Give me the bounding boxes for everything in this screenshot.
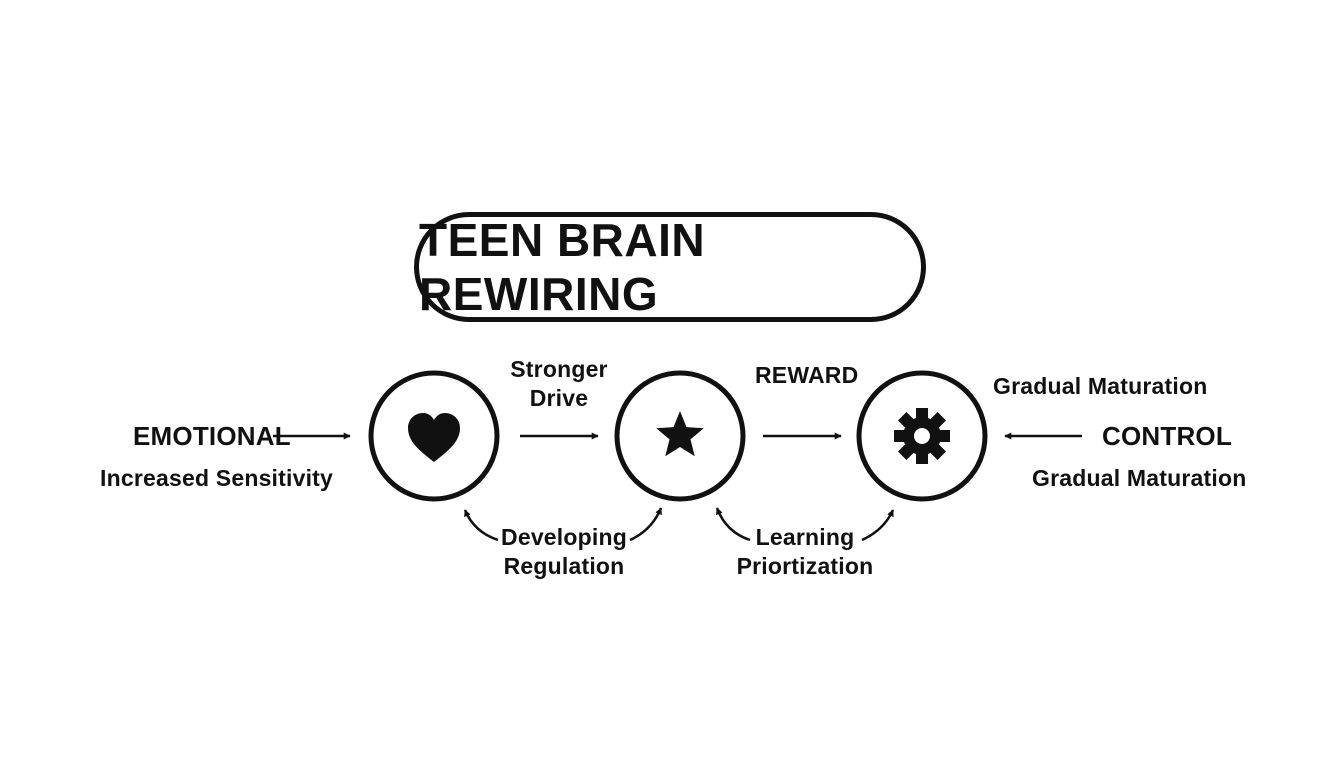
developing-regulation-line-1: Developing (501, 524, 627, 550)
curve-arrow-regulation-right (629, 507, 663, 542)
diagram-title: TEEN BRAIN REWIRING (419, 214, 706, 320)
learning-prioritization-line-2: Priortization (736, 553, 874, 579)
control-heading: CONTROL (1102, 421, 1232, 451)
node-emotional (368, 370, 500, 502)
developing-regulation-line-2: Regulation (503, 553, 625, 579)
curve-arrow-regulation-left (463, 509, 499, 542)
developing-regulation-label: Developing Regulation (496, 523, 632, 581)
node-reward (614, 370, 746, 502)
stronger-drive-line-1: Stronger (510, 356, 608, 382)
learning-prioritization-label: Learning Priortization (734, 523, 876, 581)
learning-prioritization-line-1: Learning (755, 524, 855, 550)
curve-arrow-learning-left (715, 507, 751, 542)
reward-label: REWARD (755, 362, 859, 388)
emotional-heading: EMOTIONAL (133, 421, 291, 451)
star-icon (656, 411, 704, 457)
control-detail: Gradual Maturation (1032, 465, 1247, 491)
heart-icon (408, 413, 460, 462)
node-control (856, 370, 988, 502)
title-pill: TEEN BRAIN REWIRING (414, 212, 926, 322)
emotional-detail: Increased Sensitivity (100, 465, 334, 491)
control-top-note: Gradual Maturation (993, 373, 1208, 399)
gear-icon (894, 408, 950, 464)
stronger-drive-label: Stronger Drive (497, 355, 621, 413)
stronger-drive-line-2: Drive (529, 385, 589, 411)
curve-arrow-learning-right (861, 509, 895, 542)
